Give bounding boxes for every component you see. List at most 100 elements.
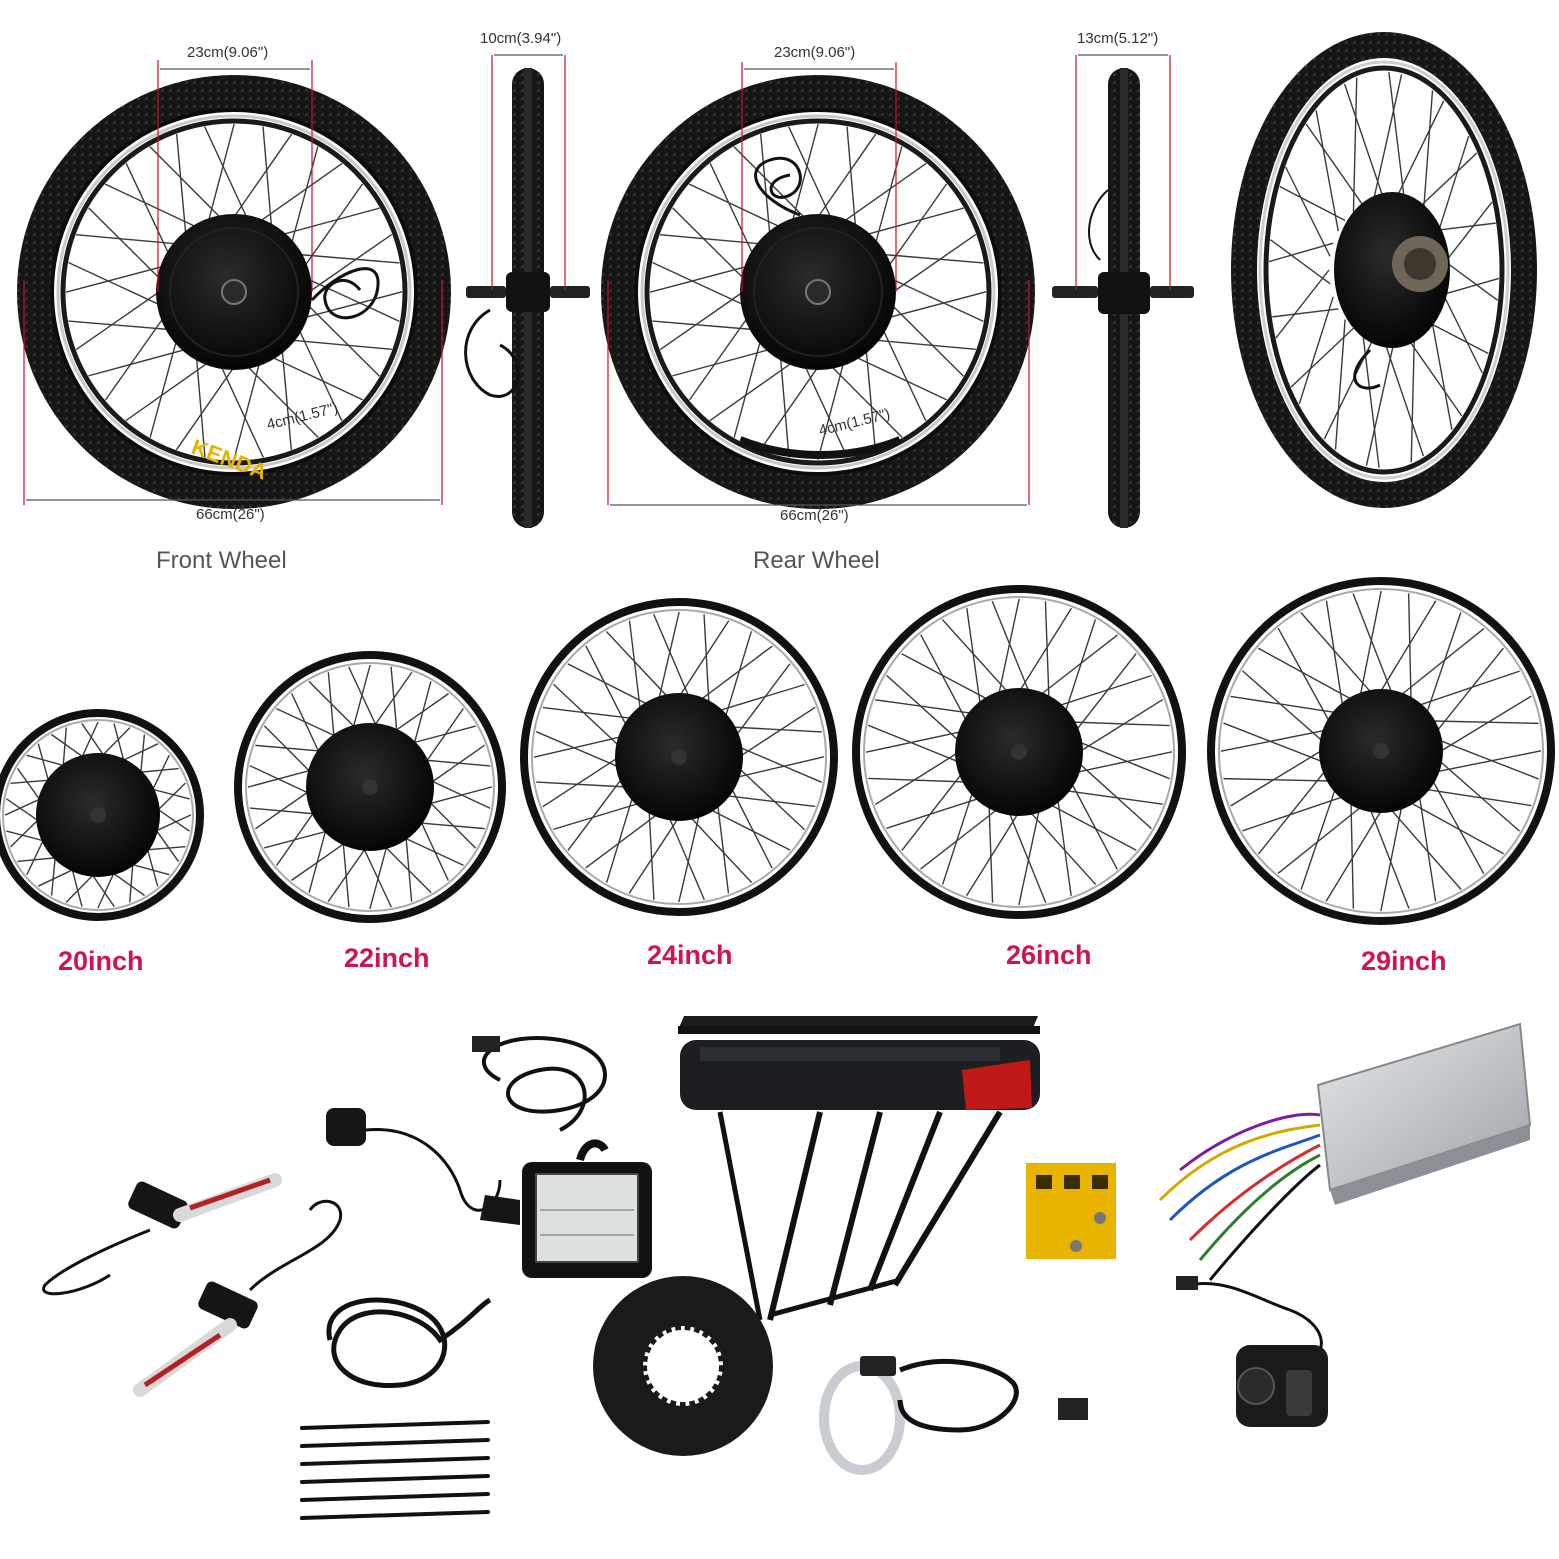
spoke (1056, 797, 1072, 896)
spoke (874, 751, 960, 806)
pas-sensor-icon (819, 1356, 1088, 1475)
spoke (104, 317, 165, 401)
spoke (423, 796, 477, 849)
spoke (1007, 810, 1047, 903)
spoke (779, 356, 790, 458)
spoke (855, 356, 948, 401)
spoke (660, 233, 761, 245)
rear-wheel-front-view (601, 75, 1035, 509)
spoke (303, 183, 364, 267)
spoke (649, 265, 748, 293)
spoke (1343, 83, 1385, 201)
spoke (207, 123, 235, 222)
spoke (1305, 123, 1364, 206)
rear-hub-width-label: 23cm(9.06") (774, 44, 856, 61)
rear-diameter-label: 66cm(26") (780, 507, 849, 524)
spoke (542, 756, 620, 808)
spoke (1404, 334, 1463, 417)
spoke (1315, 110, 1339, 232)
wheel-24inch (520, 598, 838, 916)
spoke (817, 362, 845, 461)
spoke (882, 253, 984, 264)
spoke (536, 781, 628, 788)
spoke (175, 134, 187, 235)
spoke (1426, 612, 1462, 713)
spoke (249, 807, 323, 816)
spoke (1419, 670, 1520, 706)
spoke (688, 317, 749, 401)
spoke (65, 265, 164, 293)
size-label-29inch: 29inch (1361, 946, 1447, 976)
spoke (1285, 166, 1331, 257)
wheel-26inch (852, 585, 1186, 919)
spoke (997, 598, 1020, 696)
spoke (1439, 739, 1539, 780)
spoke (390, 666, 399, 740)
pas-sensor-disc-icon (593, 1276, 773, 1456)
spoke (1242, 670, 1323, 742)
wheel-22inch (234, 651, 506, 923)
spoke (733, 340, 762, 438)
spoke (699, 645, 773, 702)
spoke (733, 146, 806, 219)
spoke (678, 620, 730, 698)
spoke (865, 730, 963, 753)
spoke (1325, 810, 1382, 902)
spoke (397, 833, 464, 866)
spoke (1432, 720, 1539, 725)
spoke (327, 841, 371, 903)
spoke (672, 348, 770, 377)
spoke (1429, 308, 1453, 430)
spoke (1018, 607, 1073, 693)
cable-coil-icon (326, 1036, 607, 1389)
spoke (369, 838, 390, 910)
spoke (1352, 593, 1393, 693)
dimension-arrows (26, 54, 1168, 506)
spoke (421, 708, 464, 769)
spoke (1057, 674, 1152, 707)
spoke (667, 815, 705, 901)
spoke (738, 706, 816, 758)
connector-block-icon (1026, 1163, 1116, 1259)
spoke (553, 802, 641, 831)
rear-wheel-side-view (1052, 68, 1194, 528)
spoke (688, 183, 781, 228)
spoke (734, 663, 791, 737)
spoke (1369, 809, 1410, 909)
rear-wheel-angled-view (1231, 32, 1537, 508)
spoke (423, 776, 491, 809)
spoke (350, 664, 371, 736)
spoke (535, 731, 621, 769)
spoke (703, 614, 710, 706)
spoke (1070, 781, 1118, 870)
spoke (264, 828, 335, 849)
spoke (941, 790, 974, 885)
spoke (388, 693, 449, 736)
spoke (149, 340, 178, 438)
spoke (891, 278, 984, 322)
front-wheel-side-view (464, 68, 590, 528)
spoke (672, 207, 745, 280)
spoke (348, 666, 381, 734)
spoke (379, 840, 432, 894)
spoke (1298, 296, 1334, 405)
spoke (1383, 339, 1425, 457)
spoke (730, 726, 822, 733)
spoke (359, 840, 392, 908)
spoke (1018, 808, 1041, 906)
spoke (1422, 90, 1434, 221)
spoke (1039, 634, 1118, 697)
spoke (1075, 751, 1173, 774)
spoke (648, 808, 655, 900)
spoke (262, 126, 273, 228)
spoke (246, 365, 319, 438)
spoke (941, 619, 1010, 694)
spoke (1242, 796, 1343, 832)
spoke (1300, 612, 1372, 693)
spoke (75, 291, 160, 351)
spoke (724, 631, 753, 719)
spoke (965, 811, 1020, 897)
size-label-22inch: 22inch (344, 943, 430, 973)
battery-rack-icon (678, 1016, 1040, 1321)
